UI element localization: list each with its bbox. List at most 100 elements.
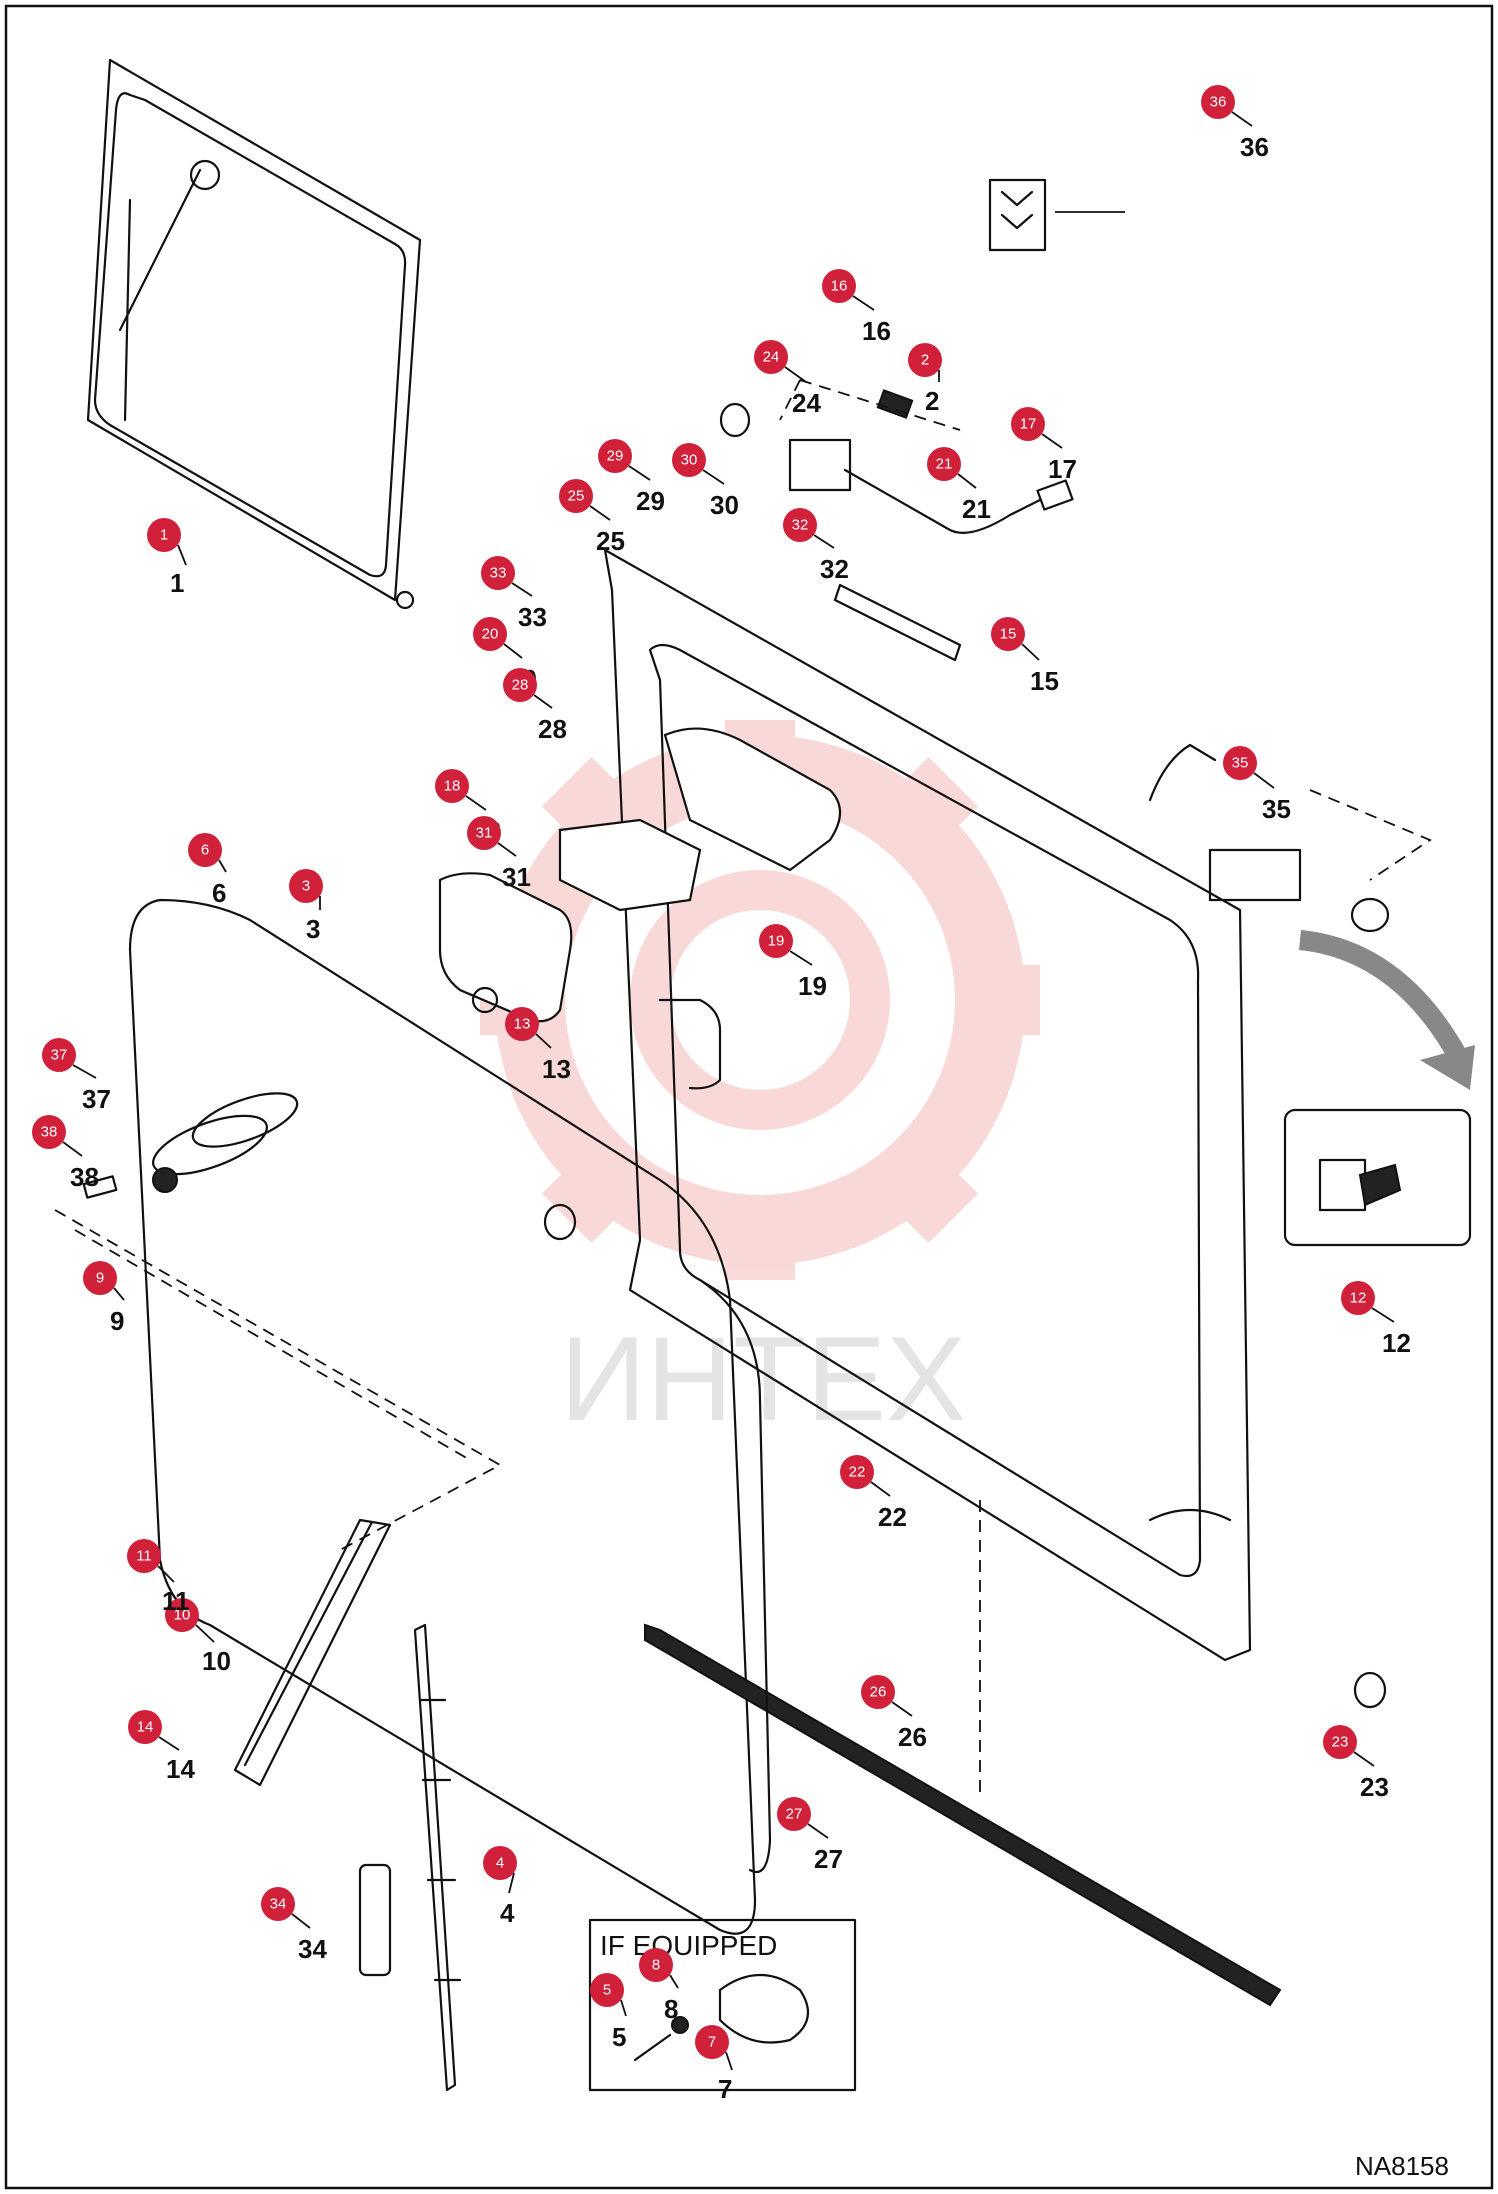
callout-number: 24 [792,388,821,418]
callout-1: 11 [147,518,187,598]
callout-badge-label: 17 [1020,416,1037,433]
callout-number: 27 [814,1844,843,1874]
callout-badge-label: 3 [302,878,310,895]
callout-badge-icon [1223,746,1257,780]
callout-leader [628,465,651,481]
callout-number: 28 [538,714,567,744]
part-26-seal-strip [644,1623,1282,2007]
callout-number: 5 [612,2022,626,2052]
callout-badge-icon [473,617,507,651]
callout-leader [291,1913,311,1929]
callout-badge-label: 7 [708,2034,716,2051]
part-4-wiper-blade [413,1623,462,2092]
callout-number: 25 [596,526,625,556]
callouts-layer: 1122334455667788991010111112121313141415… [32,85,1411,2104]
callout-leader [72,1064,97,1079]
callout-5: 55 [590,1973,627,2052]
callout-leader [813,534,835,549]
callout-badge-icon [483,1846,517,1880]
callout-badge-label: 21 [936,456,953,473]
callout-badge-label: 37 [51,1047,68,1064]
callout-badge-label: 20 [482,626,499,643]
callout-leader [497,842,517,857]
part-15-bar [833,583,962,662]
part-35-latch-right [1148,743,1390,933]
callout-badge-icon [147,518,181,552]
diagram-frame [4,4,1494,2190]
callout-badge-icon [42,1038,76,1072]
callout-badge-icon [927,447,961,481]
callout-number: 12 [1382,1328,1411,1358]
callout-badge-label: 9 [96,1270,104,1287]
callout-badge-label: 12 [1350,1290,1367,1307]
callout-badge-label: 36 [1210,94,1227,111]
callout-number: 6 [212,878,226,908]
part-19-wiper-motor [438,727,842,1023]
callout-number: 22 [878,1502,907,1532]
callout-badge-label: 13 [514,1016,531,1033]
callout-number: 9 [110,1306,124,1336]
callout-leader [620,1999,627,2017]
callout-number: 31 [502,862,531,892]
callout-leader [1231,111,1253,127]
callout-badge-label: 24 [763,349,780,366]
part-37-washer-mount [82,1092,299,1199]
callout-badge-icon [188,833,222,867]
bumper-mid [543,1203,577,1241]
callout-badge-label: 27 [786,1806,803,1823]
callout-leader [508,1872,515,1894]
callout-badge-icon [435,769,469,803]
callout-leader [957,473,977,489]
callout-badge-label: 38 [41,1124,58,1141]
callout-leader [533,694,553,709]
callout-badge-icon [1323,1725,1357,1759]
callout-number: 23 [1360,1772,1389,1802]
callout-number: 7 [718,2074,732,2104]
callout-badge-icon [261,1887,295,1921]
callout-badge-label: 19 [768,933,785,950]
callout-badge-label: 2 [921,352,929,369]
callout-number: 8 [664,1994,678,2024]
callout-badge-icon [783,508,817,542]
callout-leader [784,366,807,383]
watermark-text: ИНТЕХ [560,1312,966,1446]
callout-badge-label: 33 [490,565,507,582]
callout-badge-icon [503,668,537,702]
callout-leader [113,1287,125,1301]
callout-22: 22 22 [840,1455,907,1532]
callout-3: 33 [289,869,323,944]
callout-badge-label: 31 [476,825,493,842]
callout-leader [158,1736,180,1751]
part-1-door-assembly [86,58,422,610]
callout-9: 99 [83,1261,125,1336]
callout-leader [157,1565,175,1583]
callout-27: 27 27 [777,1797,843,1874]
callout-badge-label: 34 [270,1896,287,1913]
callout-leader [503,643,523,659]
callout-badge-label: 29 [607,448,624,465]
callout-badge-icon [1341,1281,1375,1315]
callout-badge-label: 14 [137,1719,154,1736]
callout-leader [195,1624,215,1643]
callout-number: 30 [710,490,739,520]
callout-badge-icon [165,1598,199,1632]
callout-badge-label: 6 [201,842,209,859]
callout-number: 32 [820,554,849,584]
callout-leader [891,1701,913,1717]
callout-badge-label: 22 [849,1464,866,1481]
callout-badge-icon [639,1948,673,1982]
callout-number: 16 [862,316,891,346]
callout-8: 88 [639,1948,679,2024]
callout-badge-icon [1201,85,1235,119]
part-14-wiper-arm [233,1518,392,1787]
callout-number: 2 [925,386,939,416]
callout-badge-label: 11 [136,1548,152,1565]
